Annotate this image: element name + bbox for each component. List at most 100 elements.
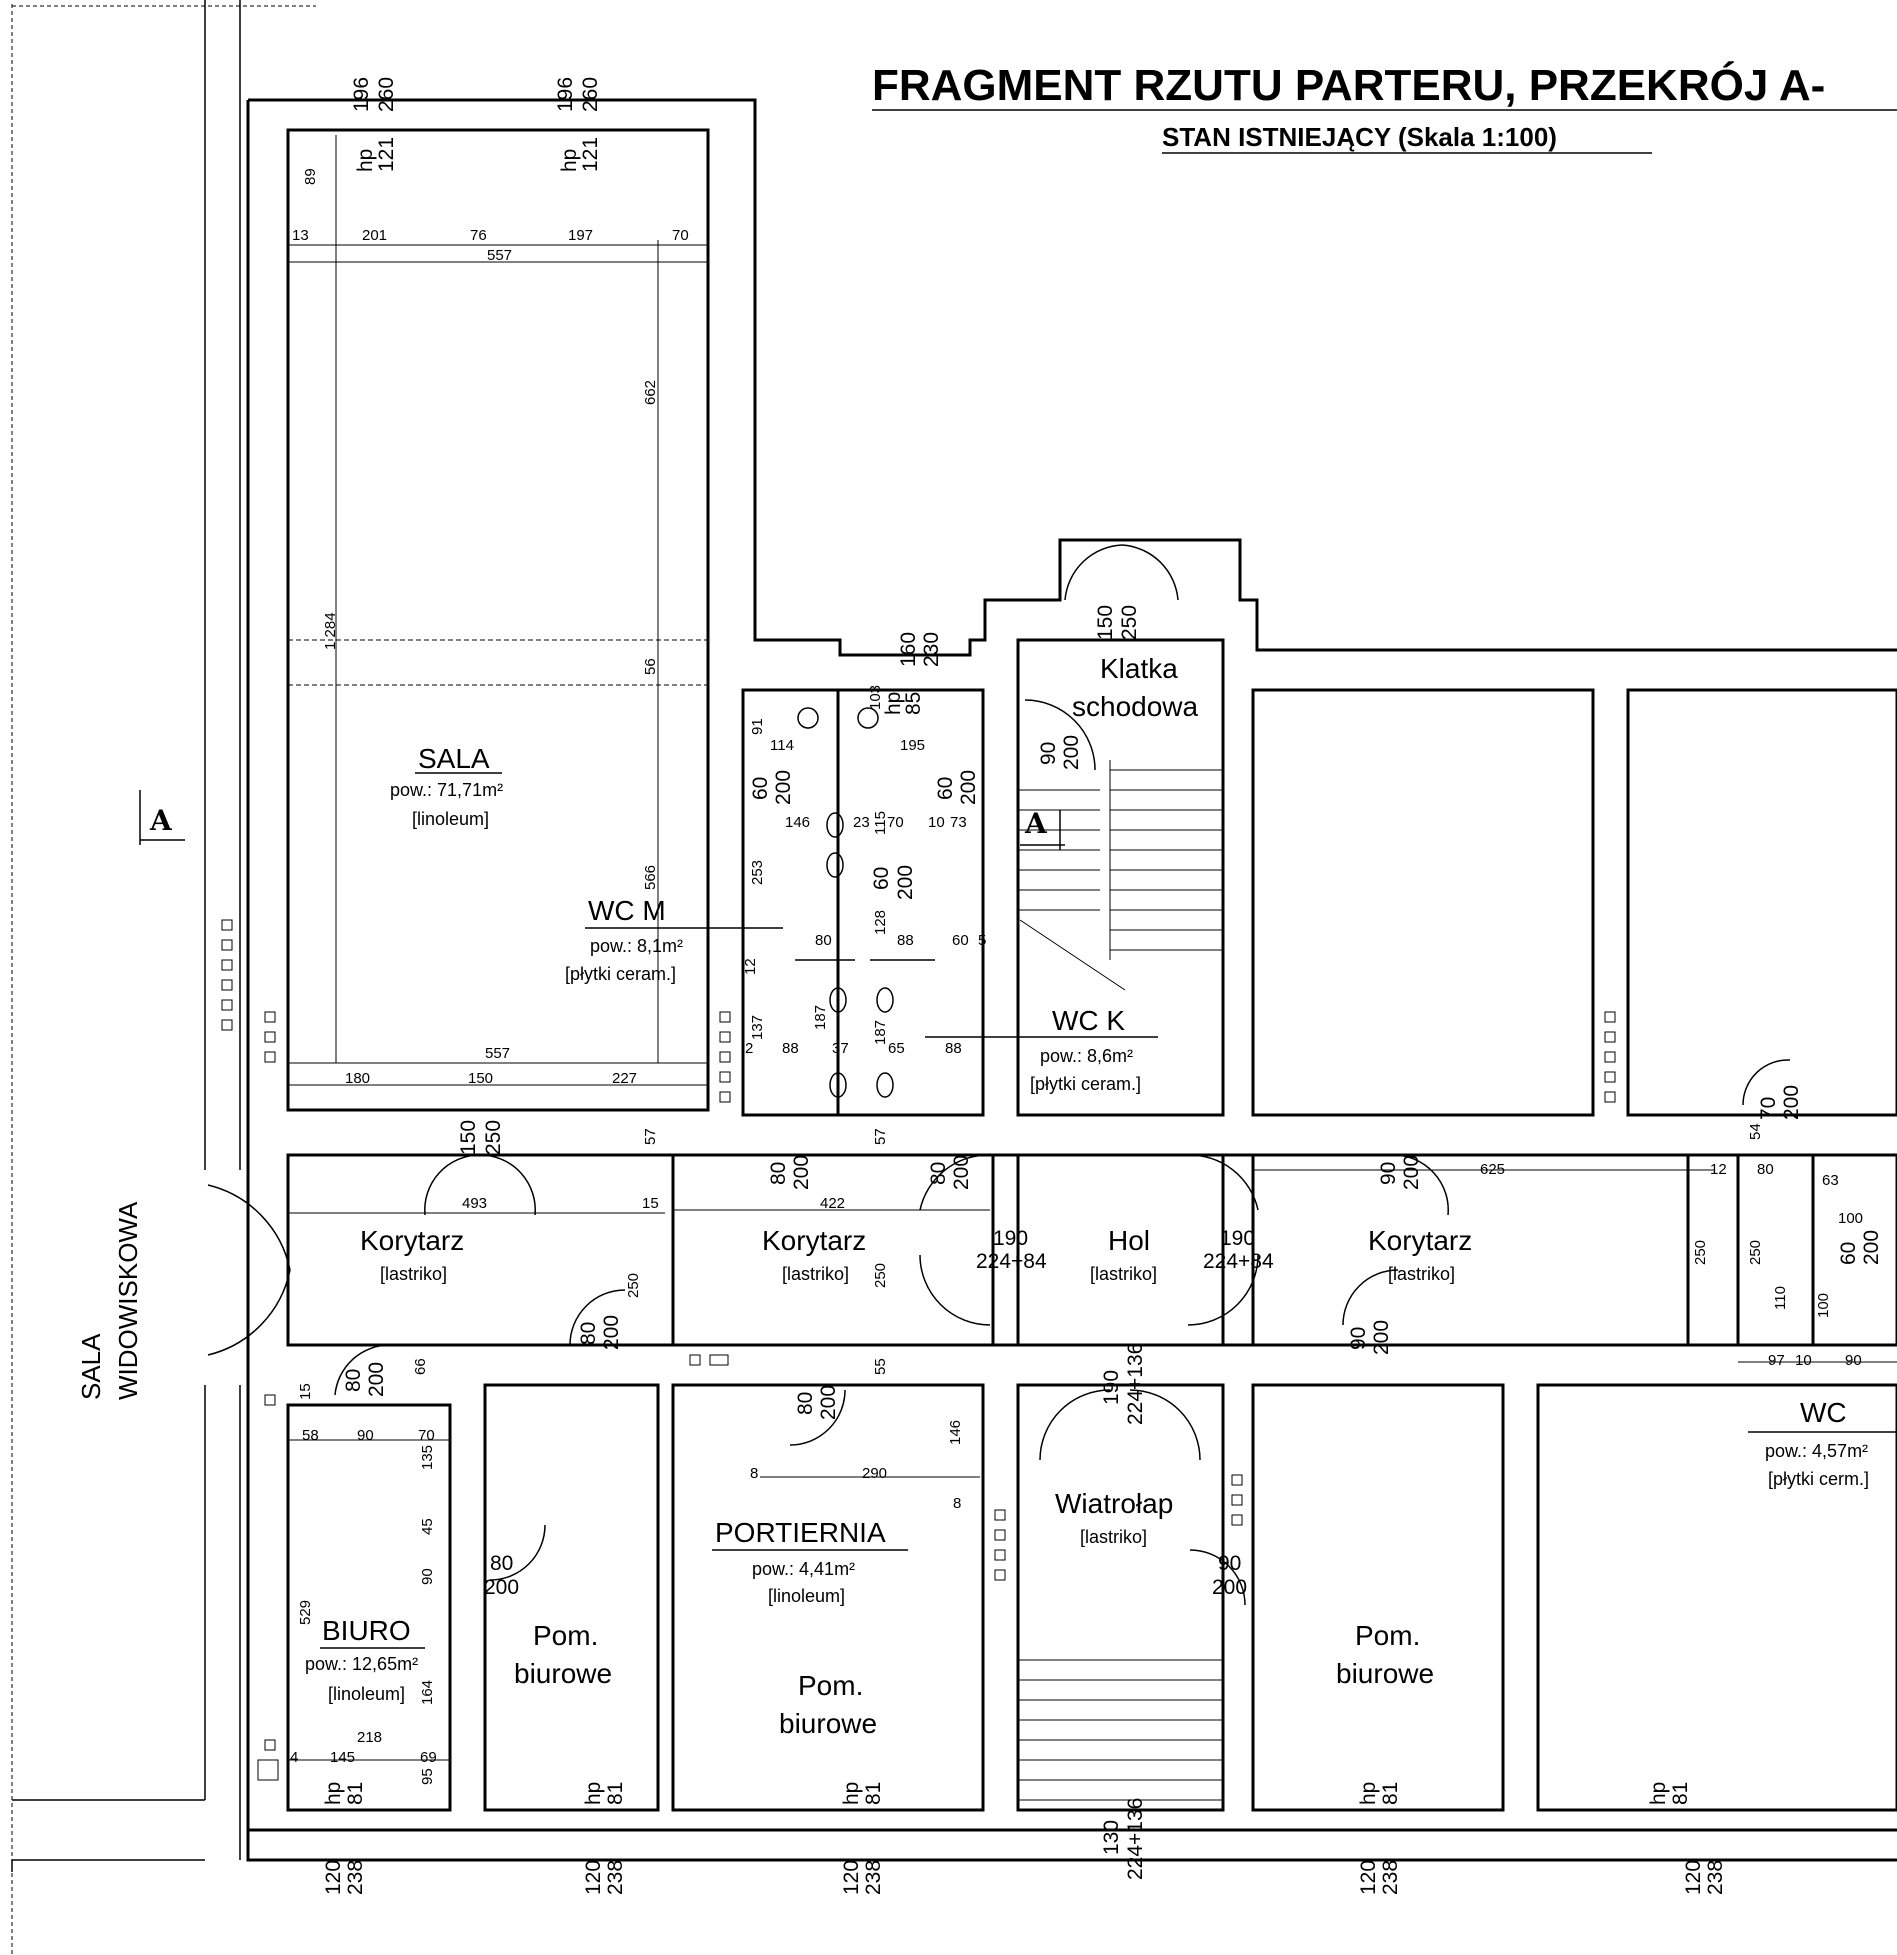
dim-label: 250 — [482, 1120, 505, 1155]
door-dim: 80 — [490, 1552, 513, 1575]
door-swings — [207, 544, 1791, 1606]
room-area-wc-m: pow.: 8,1m² — [590, 936, 683, 956]
door-dim: 190 — [993, 1227, 1028, 1250]
room-name-pom: Pom. — [533, 1620, 598, 1651]
room-name-portiernia: PORTIERNIA — [715, 1517, 886, 1548]
dim-label: 200 — [950, 1155, 973, 1190]
room-name-pom: Pom. — [1355, 1620, 1420, 1651]
washbasin-icon — [876, 1072, 894, 1098]
dim-label: 70 — [672, 227, 689, 244]
dim-label: 90 — [1377, 1162, 1400, 1185]
door-dim: 90 — [1218, 1552, 1241, 1575]
dim-label: 135 — [419, 1445, 436, 1470]
washbasin-icon — [876, 987, 894, 1013]
dim-label: 60 — [952, 932, 969, 949]
dim-label: hp — [354, 149, 377, 172]
room-floor-wc-k: [płytki ceram.] — [1030, 1074, 1141, 1094]
dim-label: 12 — [1710, 1161, 1727, 1178]
dim-label: 100 — [1838, 1210, 1863, 1227]
dim-label: 57 — [872, 1128, 889, 1145]
office-room-1 — [483, 1383, 660, 1812]
dim-label: 137 — [749, 1015, 766, 1040]
dim-label: 60 — [749, 777, 772, 800]
dim-label: 200 — [790, 1155, 813, 1190]
dim-label: hp — [1357, 1782, 1380, 1805]
dim-label: 55 — [872, 1358, 889, 1375]
entrance-stairs — [1018, 1659, 1223, 1801]
room-name-biuro: BIURO — [322, 1615, 411, 1646]
urinal-icon — [826, 812, 844, 838]
corridor-middle — [671, 1153, 995, 1347]
dim-label: 1 284 — [322, 612, 339, 650]
dim-label: hp — [882, 692, 905, 715]
dim-label: 260 — [375, 77, 398, 112]
dim-label: 121 — [579, 137, 602, 172]
room-name-hol: Hol — [1108, 1225, 1150, 1256]
dim-label: 187 — [872, 1020, 889, 1045]
dim-label: 81 — [1379, 1782, 1402, 1805]
wc-room — [1736, 1153, 1897, 1347]
room-top-right-2 — [1626, 688, 1897, 1117]
room-area-wc: pow.: 4,57m² — [1765, 1441, 1868, 1461]
room-floor-wc-m: [płytki ceram.] — [565, 964, 676, 984]
dim-label: hp — [1647, 1782, 1670, 1805]
dim-label: 8 — [750, 1465, 758, 1482]
dim-label: 90 — [1037, 742, 1060, 765]
toilet-icon — [857, 707, 879, 729]
dim-label: 80 — [342, 1369, 365, 1392]
room-floor-sala: [linoleum] — [412, 809, 489, 829]
dim-label: 12 — [742, 958, 759, 975]
dim-label: 200 — [1780, 1085, 1803, 1120]
room-area-wc-k: pow.: 8,6m² — [1040, 1046, 1133, 1066]
dim-label: 81 — [1669, 1782, 1692, 1805]
dim-label: 81 — [862, 1782, 885, 1805]
wc-k-room — [836, 688, 985, 1117]
dim-label: 4 — [290, 1749, 298, 1766]
dim-label: 69 — [420, 1749, 437, 1766]
room-area-biuro: pow.: 12,65m² — [305, 1654, 418, 1674]
dim-label: 80 — [794, 1392, 817, 1415]
room-floor-korytarz: [lastriko] — [782, 1264, 849, 1284]
dim-label: 128 — [872, 910, 889, 935]
dim-label: 85 — [902, 692, 925, 715]
dim-label: 250 — [1118, 605, 1141, 640]
dim-label: 56 — [642, 658, 659, 675]
room-floor-wc: [płytki cerm.] — [1768, 1469, 1869, 1489]
dim-label: 80 — [1757, 1161, 1774, 1178]
dim-label: 10 — [928, 814, 945, 831]
room-floor-portiernia: [linoleum] — [768, 1586, 845, 1606]
dim-label: 88 — [945, 1040, 962, 1057]
dim-label: 120 — [1357, 1860, 1380, 1895]
dim-label: 10 — [1795, 1352, 1812, 1369]
dim-label: hp — [558, 149, 581, 172]
dim-label: 238 — [1379, 1860, 1402, 1895]
dim-label: 557 — [485, 1045, 510, 1062]
dim-label: 422 — [820, 1195, 845, 1212]
room-name-wc-m: WC M — [588, 895, 666, 926]
door-dim: 224+84 — [1203, 1250, 1274, 1273]
dim-label: 662 — [642, 380, 659, 405]
dim-label: 200 — [1370, 1320, 1393, 1355]
dim-label: 200 — [1060, 735, 1083, 770]
neighbour-wall — [11, 1859, 205, 1872]
dim-label: hp — [582, 1782, 605, 1805]
dim-label: 146 — [785, 814, 810, 831]
dim-label: 201 — [362, 227, 387, 244]
dim-label: 103 — [867, 685, 884, 710]
dim-label: 187 — [812, 1005, 829, 1030]
dim-label: 250 — [872, 1263, 889, 1288]
dim-label: 200 — [817, 1385, 840, 1420]
dim-label: 200 — [600, 1315, 623, 1350]
dim-label: 200 — [365, 1362, 388, 1397]
dim-label: 81 — [344, 1782, 367, 1805]
dim-label: hp — [322, 1782, 345, 1805]
dim-label: 15 — [642, 1195, 659, 1212]
dim-label: 60 — [934, 777, 957, 800]
side-label-line2: WIDOWISKOWA — [113, 1201, 143, 1400]
dim-label: 81 — [604, 1782, 627, 1805]
dim-label: 180 — [345, 1070, 370, 1087]
office-room-3 — [1536, 1383, 1897, 1812]
dim-label: 238 — [1704, 1860, 1727, 1895]
dim-label: 5 — [978, 932, 986, 949]
